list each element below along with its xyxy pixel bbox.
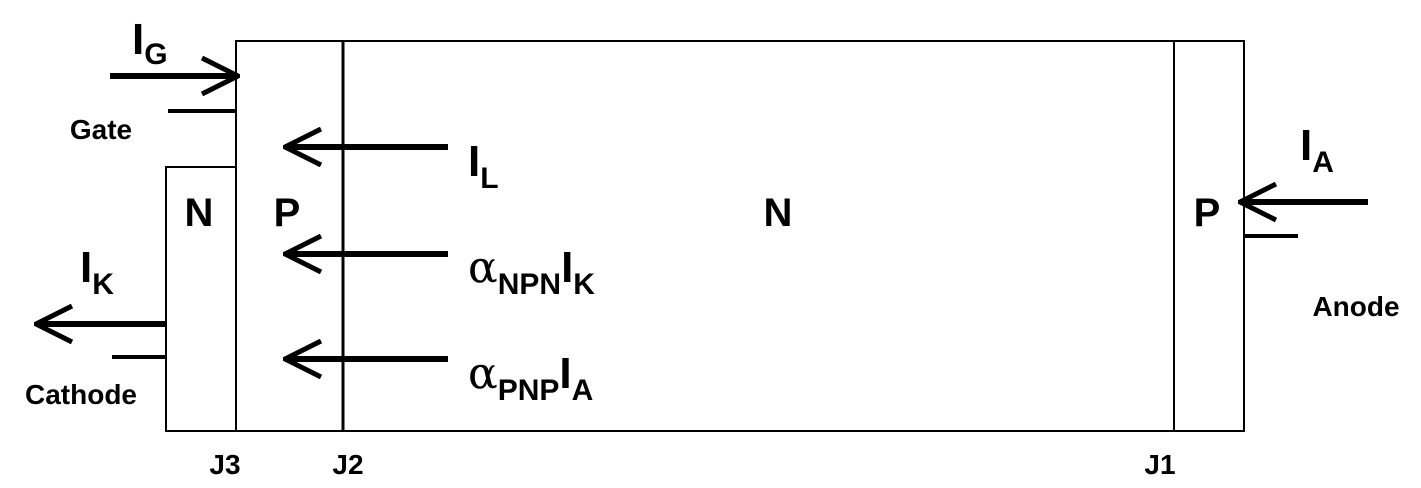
region-n-base: N (764, 191, 793, 235)
gate-current-label: IG (132, 15, 168, 71)
region-n-cathode: N (185, 191, 214, 235)
main-block-outline (235, 40, 1245, 432)
region-p-gate: P (274, 191, 301, 235)
cathode-label: Cathode (25, 379, 137, 410)
current-arrows (36, 76, 1368, 359)
cathode-current-label: IK (80, 243, 114, 301)
junction-j3-label: J3 (209, 449, 240, 480)
region-p-anode: P (1194, 191, 1221, 235)
npn-current-label: αNPNIK (468, 242, 595, 301)
junction-j1-label: J1 (1144, 449, 1175, 480)
junction-j2-label: J2 (332, 449, 363, 480)
anode-label: Anode (1312, 291, 1399, 322)
anode-current-label: IA (1300, 121, 1334, 179)
cathode-n-region-outline (165, 166, 237, 432)
device-body (165, 40, 1245, 432)
gate-label: Gate (70, 114, 132, 145)
leakage-current-label: IL (468, 137, 499, 195)
terminal-leads (112, 109, 1298, 359)
pnp-current-label: αPNPIA (468, 348, 593, 407)
